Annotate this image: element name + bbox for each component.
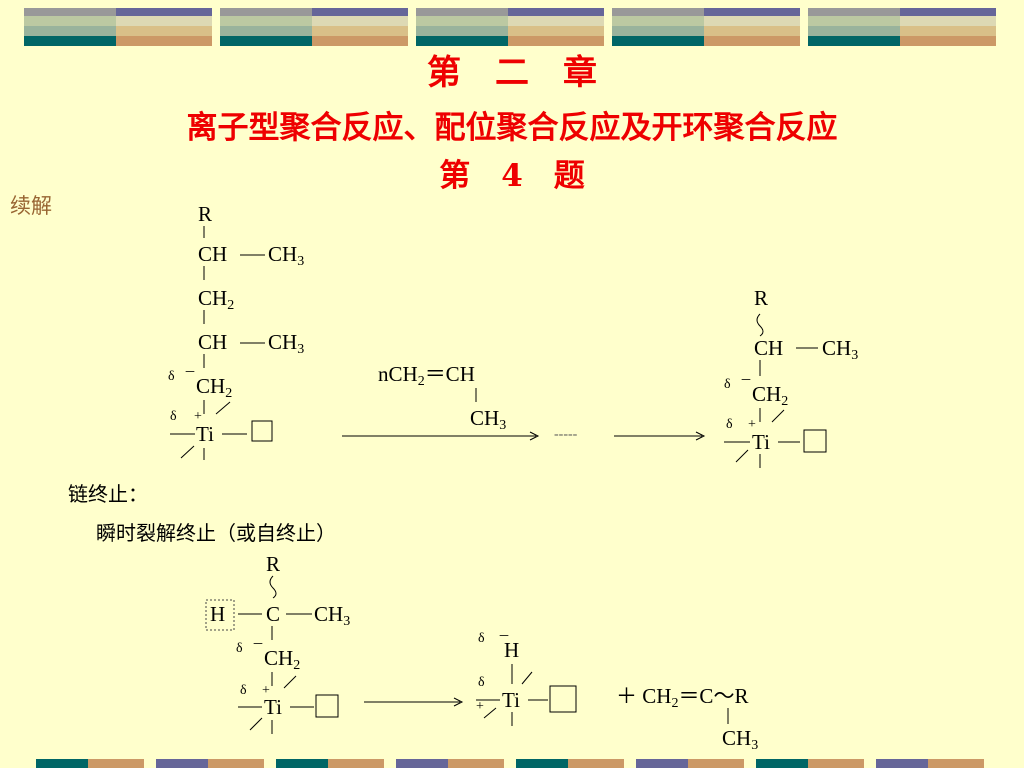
s2-left-delta-minus: δ (236, 641, 243, 656)
s1-left-ch2-2: CH2 (196, 374, 233, 401)
deco-block-1 (24, 8, 212, 46)
s2-left-ch2: CH2 (264, 646, 301, 673)
instant-cleavage-label: 瞬时裂解终止（或自终止） (96, 521, 336, 545)
s2-left-delta-plus: δ (240, 683, 247, 698)
s1-left-ch-2: CH (198, 330, 228, 354)
s1-right-r: R (754, 286, 769, 310)
s1-right-delta-plus: δ (726, 417, 733, 432)
s1-right-minus-sign: － (740, 373, 753, 387)
s1-left-delta-minus: δ (168, 369, 175, 384)
s1-right-ti: Ti (752, 430, 770, 454)
s1-right-ch3: CH3 (822, 336, 859, 363)
problem-number: 第 4 题 (439, 158, 585, 194)
s2-mid-ti: Ti (502, 688, 520, 712)
chapter-title: 第 二 章 (427, 53, 597, 93)
deco-block-2 (220, 8, 408, 46)
s1-right-ch: CH (754, 336, 784, 360)
chapter-subtitle: 离子型聚合反应、配位聚合反应及开环聚合反应 (186, 110, 838, 146)
chain-termination-label: 链终止： (68, 482, 148, 506)
s2-left-minus-sign: － (252, 637, 265, 651)
s1-monomer-ch3: CH3 (470, 406, 507, 433)
s2-left-plus-sign: + (262, 683, 270, 698)
s2-mid-plus-sign: + (476, 699, 484, 714)
s2-left-ti: Ti (264, 695, 282, 719)
s1-left-ti: Ti (196, 422, 214, 446)
s1-left-ch3-2: CH3 (268, 330, 305, 357)
s2-left-ch3: CH3 (314, 602, 351, 629)
top-decoration-band (24, 8, 996, 46)
s1-monomer: nCH2＝CH (378, 362, 475, 389)
continue-label: 续解 (10, 194, 52, 218)
deco-block-4 (612, 8, 800, 46)
deco-block-5 (808, 8, 996, 46)
s2-left-r: R (266, 552, 281, 576)
s2-left-h: H (210, 602, 226, 626)
s1-right-ch2: CH2 (752, 382, 789, 409)
deco-block-3 (416, 8, 604, 46)
s2-mid-h: H (504, 638, 520, 662)
s1-left-ch2-1: CH2 (198, 286, 235, 313)
s1-right-delta-minus: δ (724, 377, 731, 392)
bottom-decoration-band (36, 759, 984, 768)
s1-left-r: R (198, 202, 213, 226)
s2-product-ch3: CH3 (722, 726, 759, 753)
s1-left-delta-plus: δ (170, 409, 177, 424)
s2-mid-delta-minus: δ (478, 631, 485, 646)
s1-left-minus-sign: － (184, 365, 197, 379)
s2-mid-minus-sign: － (498, 629, 511, 643)
s2-left-c: C (266, 602, 281, 626)
s2-product: ＋ CH2＝C～R (616, 684, 749, 711)
s1-left-ch3-1: CH3 (268, 242, 305, 269)
s2-mid-delta-plus: δ (478, 675, 485, 690)
s1-ellipsis-dots: ----- (554, 427, 578, 442)
s1-left-plus-sign: + (194, 409, 202, 424)
s1-right-plus-sign: + (748, 417, 756, 432)
s1-left-ch-1: CH (198, 242, 228, 266)
